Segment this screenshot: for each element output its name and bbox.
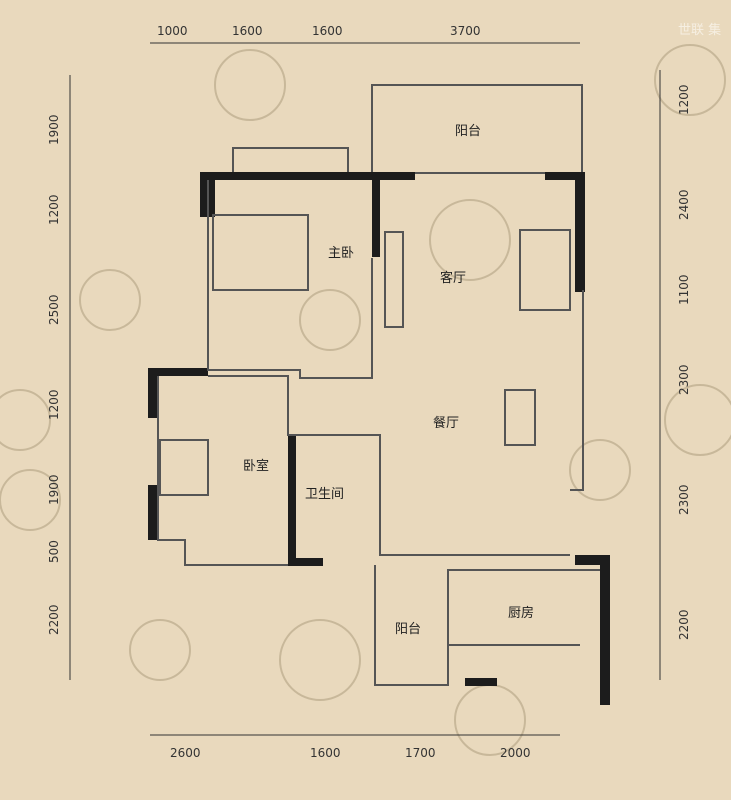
dim-top-1: 1000 (157, 24, 188, 38)
dimension-lines (69, 42, 661, 736)
dim-left-6: 500 (47, 540, 61, 563)
dim-left-5: 1900 (47, 474, 61, 505)
watermark: 世联 集 (678, 22, 721, 38)
dim-bottom-3: 1700 (405, 746, 436, 760)
room-living-room: 客厅 (440, 270, 466, 286)
room-balcony-top: 阳台 (455, 124, 481, 139)
dim-right-1: 1200 (677, 84, 691, 115)
dim-right-3: 1100 (677, 274, 691, 305)
dim-top-3: 1600 (312, 24, 343, 38)
dim-left-4: 1200 (47, 389, 61, 420)
dim-right-4: 2300 (677, 364, 691, 395)
dim-right-5: 2300 (677, 484, 691, 515)
dim-right-6: 2200 (677, 609, 691, 640)
interior-lines (157, 180, 600, 686)
dim-left-1: 1900 (47, 114, 61, 145)
dim-bottom-1: 2600 (170, 746, 201, 760)
room-bathroom: 卫生间 (305, 487, 344, 502)
dim-left-2: 1200 (47, 194, 61, 225)
dim-bottom-2: 1600 (310, 746, 341, 760)
dim-left-3: 2500 (47, 294, 61, 325)
decorative-flowers (0, 44, 731, 756)
dim-top-4: 3700 (450, 24, 481, 38)
dim-bottom-4: 2000 (500, 746, 531, 760)
room-balcony-bottom: 阳台 (395, 622, 421, 637)
dim-right-2: 2400 (677, 189, 691, 220)
balcony-top-outline (371, 84, 583, 174)
dim-top-2: 1600 (232, 24, 263, 38)
room-kitchen: 厨房 (508, 605, 534, 621)
room-bedroom: 卧室 (243, 458, 269, 474)
walls (148, 172, 610, 705)
bay-window-master (232, 147, 349, 177)
dim-left-7: 2200 (47, 604, 61, 635)
room-dining-room: 餐厅 (433, 415, 459, 431)
room-master-bedroom: 主卧 (328, 246, 354, 261)
